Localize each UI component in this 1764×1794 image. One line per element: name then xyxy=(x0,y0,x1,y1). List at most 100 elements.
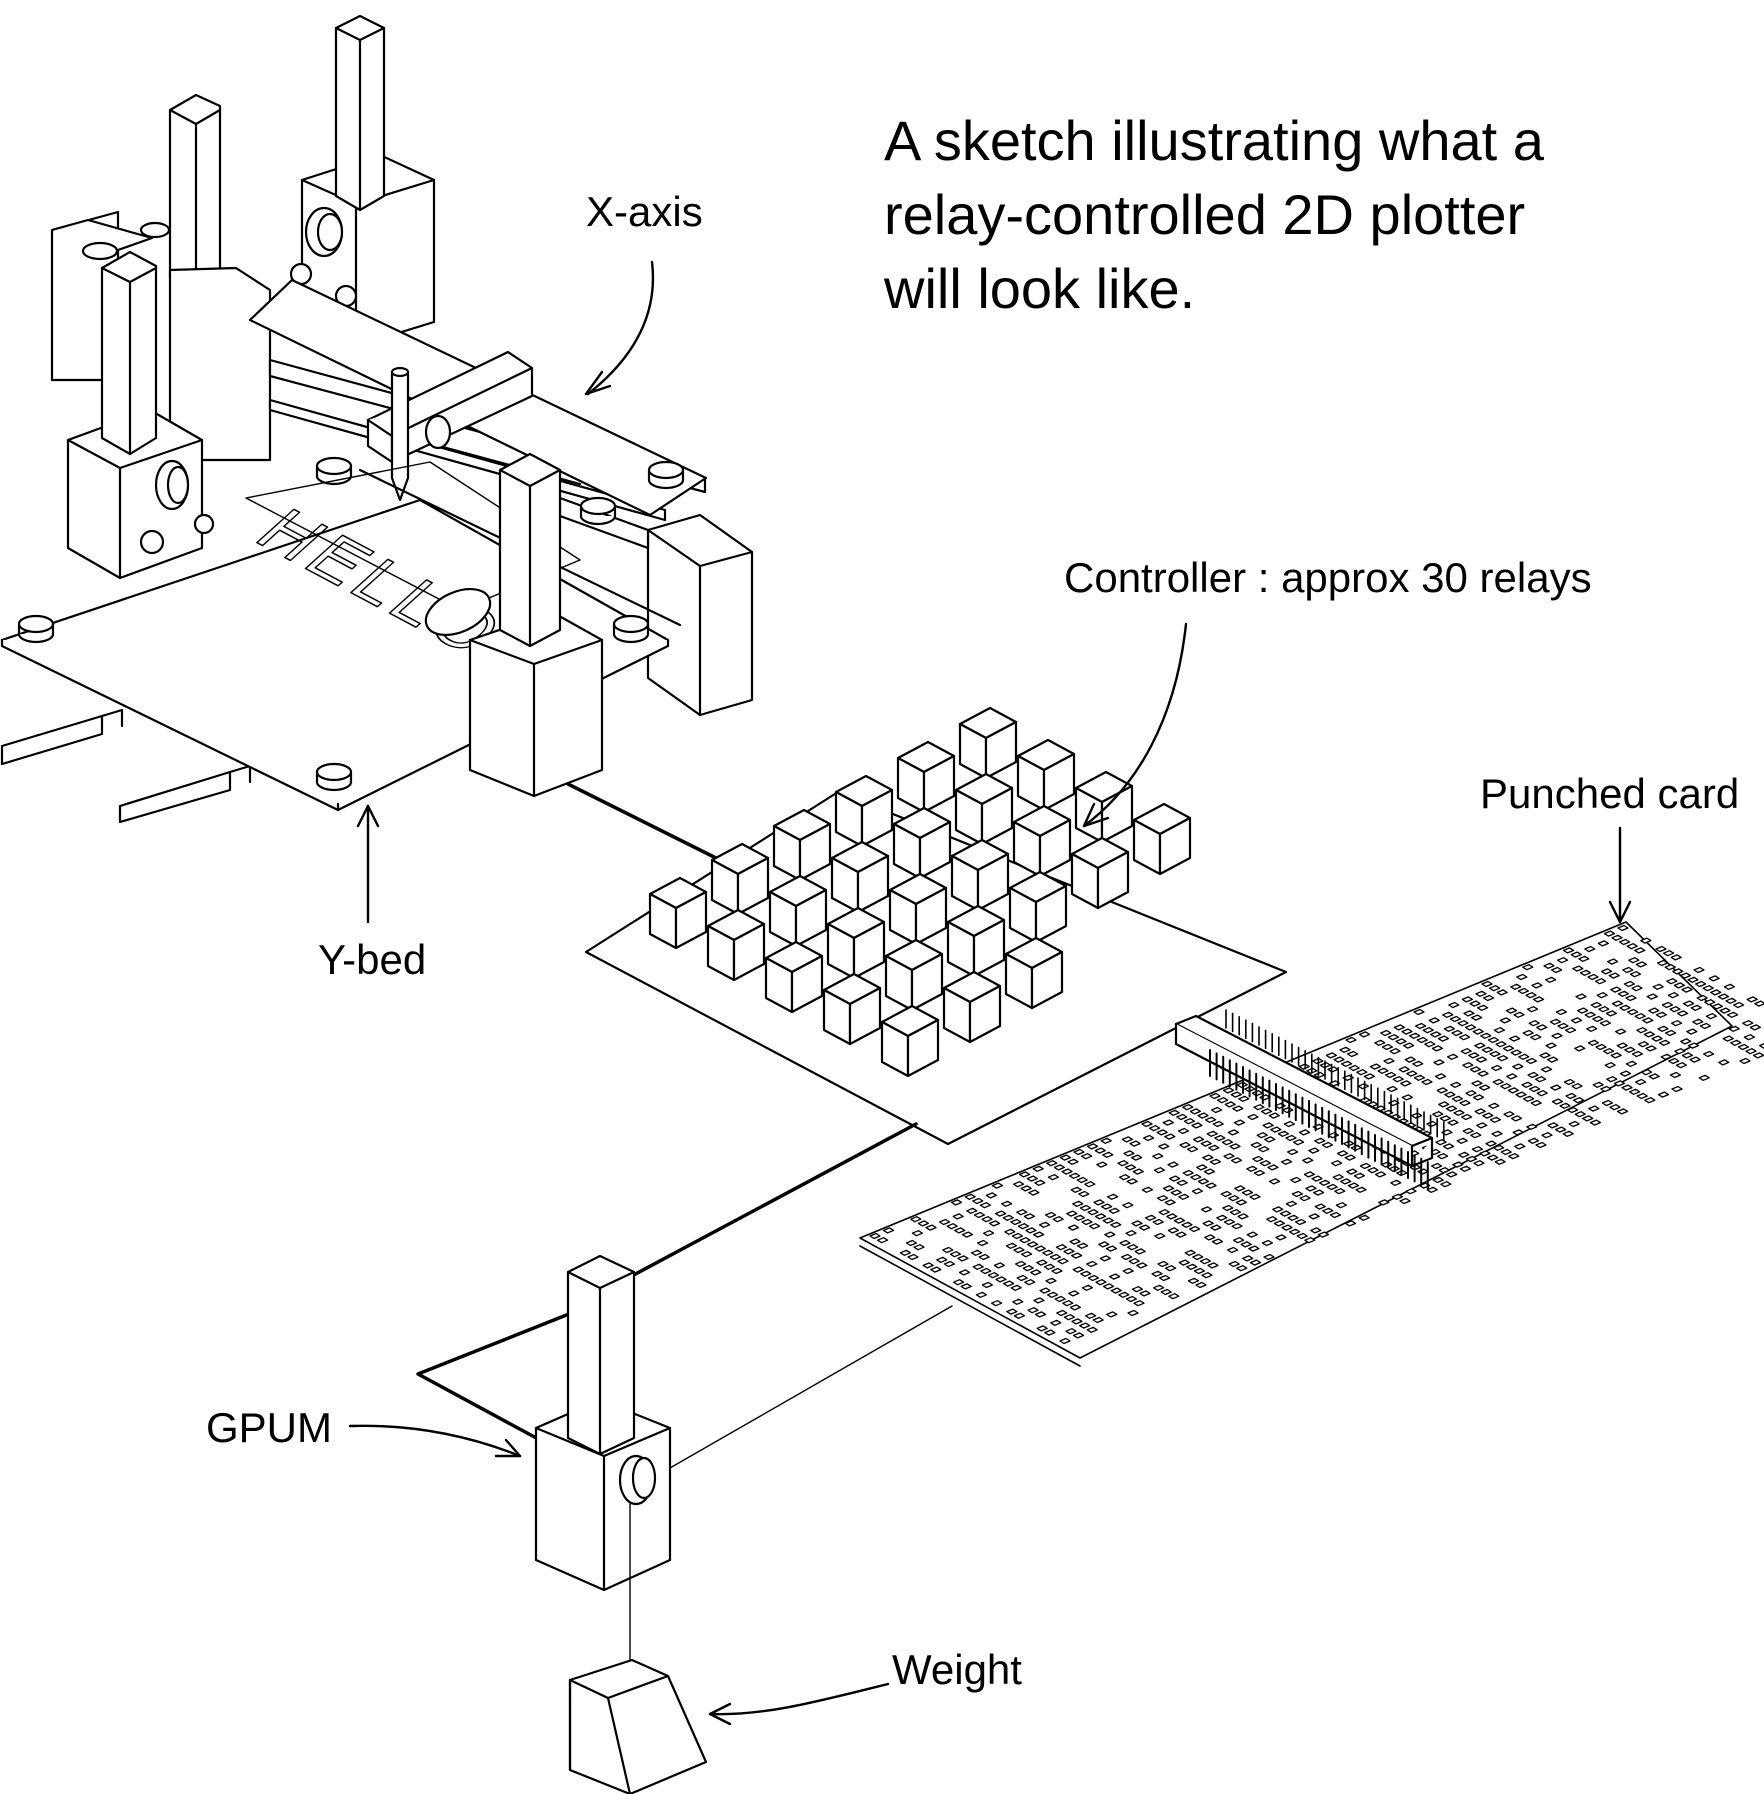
card-hole xyxy=(1522,1095,1535,1102)
card-hole xyxy=(1061,1168,1073,1175)
card-hole xyxy=(988,1220,1001,1227)
card-hole xyxy=(1597,940,1610,947)
card-hole xyxy=(1045,1277,1057,1284)
card-hole xyxy=(1102,1217,1114,1224)
card-hole xyxy=(1132,1168,1144,1175)
card-hole xyxy=(1286,1148,1299,1156)
card-hole xyxy=(1572,1097,1585,1104)
card-hole xyxy=(1481,980,1493,988)
card-hole xyxy=(1535,1141,1547,1149)
relay-cube xyxy=(942,970,1002,1044)
card-hole xyxy=(1216,1097,1229,1104)
card-hole xyxy=(1568,1120,1580,1128)
card-hole xyxy=(1069,1238,1081,1245)
card-hole xyxy=(1655,1011,1668,1018)
card-hole xyxy=(949,1251,962,1258)
card-hole xyxy=(1518,1053,1530,1060)
card-hole xyxy=(1032,1165,1044,1172)
label-x-axis: X-axis xyxy=(586,188,703,235)
card-hole xyxy=(982,1230,995,1237)
card-hole xyxy=(1157,1260,1169,1268)
card-hole xyxy=(1151,1270,1163,1277)
card-hole xyxy=(1333,1056,1345,1063)
card-hole xyxy=(1063,1314,1076,1321)
card-hole xyxy=(1584,1011,1596,1018)
card-hole xyxy=(943,1260,956,1268)
card-hole xyxy=(1416,1036,1428,1044)
card-hole xyxy=(1049,1253,1062,1261)
relay-cube xyxy=(648,876,708,950)
card-hole xyxy=(1594,978,1607,985)
card-hole xyxy=(1067,1224,1080,1231)
card-hole xyxy=(1679,972,1692,979)
card-hole xyxy=(1258,1146,1270,1153)
card-hole xyxy=(1057,1258,1069,1265)
card-hole xyxy=(1476,1122,1488,1129)
title-line-3: will look like. xyxy=(883,257,1195,320)
card-hole xyxy=(1182,1104,1194,1111)
card-hole xyxy=(1699,1022,1712,1030)
relay-cube xyxy=(834,774,894,848)
card-hole xyxy=(1536,1024,1548,1031)
card-hole xyxy=(1193,1267,1206,1275)
card-hole xyxy=(1682,1000,1695,1007)
card-hole xyxy=(1156,1129,1168,1136)
card-hole xyxy=(1428,1017,1440,1024)
card-hole xyxy=(1202,1154,1214,1161)
card-hole xyxy=(1250,1141,1262,1149)
card-hole xyxy=(1344,1154,1356,1161)
card-hole xyxy=(1070,1252,1083,1259)
card-hole xyxy=(1052,1216,1064,1223)
card-hole xyxy=(1051,1267,1063,1275)
card-hole xyxy=(976,1239,989,1247)
card-hole xyxy=(1469,1066,1482,1073)
card-hole xyxy=(1195,1281,1207,1289)
relay-cube xyxy=(892,806,952,880)
card-hole xyxy=(1468,1052,1480,1059)
card-hole xyxy=(1481,1046,1494,1053)
card-hole xyxy=(1073,1214,1086,1221)
card-hole xyxy=(1087,1209,1099,1216)
card-hole xyxy=(1191,1188,1204,1195)
card-hole xyxy=(1671,1085,1683,1093)
card-hole xyxy=(1046,1160,1058,1167)
card-hole xyxy=(1626,943,1638,950)
card-hole xyxy=(1637,1041,1650,1048)
card-hole xyxy=(1656,959,1669,967)
card-hole xyxy=(1130,1154,1143,1161)
card-hole xyxy=(1704,999,1716,1006)
card-hole xyxy=(1102,1151,1114,1158)
card-hole xyxy=(1279,1210,1292,1217)
card-hole xyxy=(1355,1186,1367,1193)
card-hole xyxy=(1610,986,1622,993)
card-hole xyxy=(1711,1003,1724,1010)
card-hole xyxy=(1459,1165,1472,1172)
card-hole xyxy=(1445,1105,1458,1112)
callout-arrows xyxy=(348,260,1632,1726)
card-hole xyxy=(1480,1032,1492,1039)
card-hole xyxy=(1202,1220,1214,1227)
card-hole xyxy=(1465,1155,1478,1163)
card-hole xyxy=(1628,957,1640,964)
card-hole xyxy=(1694,980,1707,988)
card-hole xyxy=(1237,1213,1249,1220)
card-hole xyxy=(1432,1176,1444,1184)
card-hole xyxy=(1088,1223,1101,1230)
card-hole xyxy=(1160,1288,1172,1296)
card-hole xyxy=(1640,937,1652,944)
card-hole xyxy=(1078,1322,1091,1329)
card-hole xyxy=(1749,1024,1762,1031)
card-hole xyxy=(1078,1190,1090,1198)
card-hole xyxy=(952,1279,965,1286)
relay-cube xyxy=(764,940,824,1014)
card-hole xyxy=(1606,958,1619,965)
card-hole xyxy=(1392,1076,1404,1083)
card-hole xyxy=(1737,1043,1750,1051)
card-hole xyxy=(1660,1053,1672,1060)
card-hole xyxy=(1493,1027,1506,1034)
card-hole xyxy=(1039,1287,1051,1294)
card-hole xyxy=(1628,1088,1641,1095)
card-hole xyxy=(1110,1221,1122,1228)
card-hole xyxy=(1532,996,1545,1003)
card-hole xyxy=(1380,1029,1392,1037)
